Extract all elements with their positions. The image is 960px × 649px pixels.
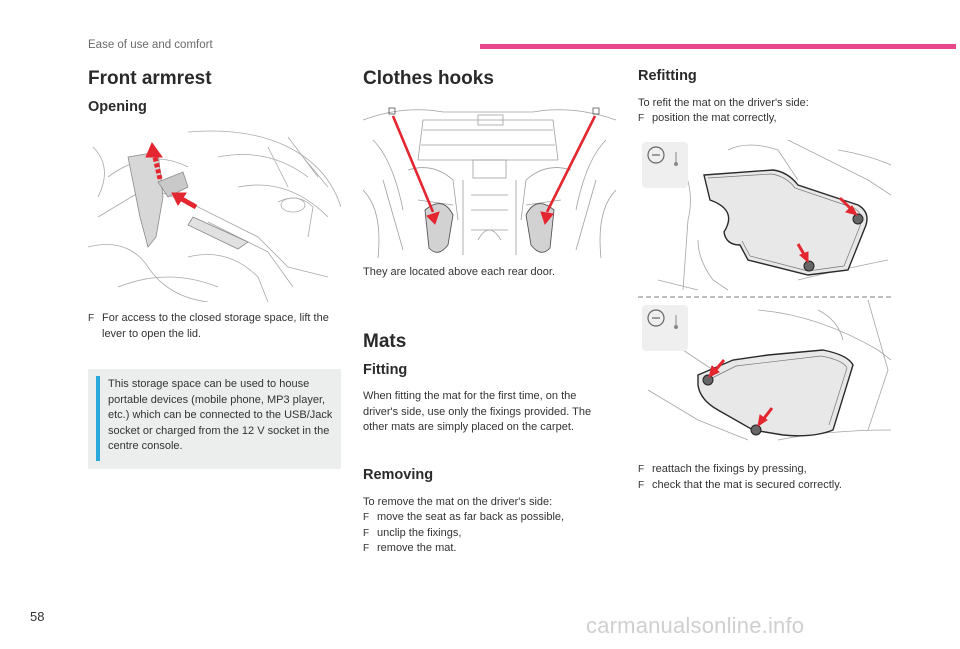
bullet-marker: F [88, 313, 95, 324]
watermark: carmanualsonline.info [586, 613, 805, 638]
mats-title: Mats [363, 331, 407, 352]
bullet-marker: F [363, 512, 370, 523]
armrest-illustration [88, 127, 341, 302]
bullet-marker: F [638, 113, 645, 124]
clothes-hooks-illustration [363, 100, 616, 258]
section-accent-bar [480, 44, 956, 49]
info-text: This storage space can be used to house … [108, 378, 333, 453]
opening-heading: Opening [88, 99, 147, 115]
clothes-hooks-title: Clothes hooks [363, 68, 494, 89]
refit-step-first: F position the mat correctly, [638, 111, 891, 127]
bullet-marker: F [363, 527, 370, 539]
info-box: This storage space can be used to house … [88, 369, 341, 469]
section-label: Ease of use and comfort [88, 39, 213, 51]
front-armrest-title: Front armrest [88, 68, 212, 89]
armrest-bullet: F For access to the closed storage space… [88, 311, 343, 342]
removing-heading: Removing [363, 467, 434, 483]
mat-refit-illustration [638, 140, 891, 455]
refit-steps: F reattach the fixings by pressing, F ch… [638, 462, 891, 493]
removing-step-text: move the seat as far back as possible, [377, 511, 565, 523]
refitting-heading: Refitting [638, 68, 697, 84]
fitting-text: When fitting the mat for the first time,… [363, 390, 592, 434]
refit-step-text: check that the mat is secured correctly. [652, 478, 842, 491]
armrest-bullet-text: For access to the closed storage space, … [102, 312, 329, 340]
info-accent-bar [96, 377, 100, 461]
fitting-heading: Fitting [363, 362, 408, 378]
refit-step-text: position the mat correctly, [652, 112, 777, 124]
hooks-caption: They are located above each rear door. [363, 266, 556, 278]
removing-steps: F move the seat as far back as possible,… [363, 510, 616, 557]
list-item: F reattach the fixings by pressing, [638, 462, 891, 478]
list-item: F remove the mat. [363, 541, 616, 557]
removing-step-text: unclip the fixings, [377, 526, 462, 539]
removing-intro: To remove the mat on the driver's side: [363, 496, 553, 508]
list-item: F move the seat as far back as possible, [363, 510, 616, 526]
refit-step-text: reattach the fixings by pressing, [652, 463, 807, 475]
bullet-marker: F [638, 479, 645, 491]
bullet-marker: F [638, 464, 645, 475]
list-item: F unclip the fixings, [363, 526, 616, 542]
removing-step-text: remove the mat. [377, 542, 457, 555]
page-number: 58 [30, 609, 45, 624]
bullet-marker: F [363, 543, 370, 555]
refit-intro: To refit the mat on the driver's side: [638, 97, 809, 109]
list-item: F check that the mat is secured correctl… [638, 478, 891, 494]
